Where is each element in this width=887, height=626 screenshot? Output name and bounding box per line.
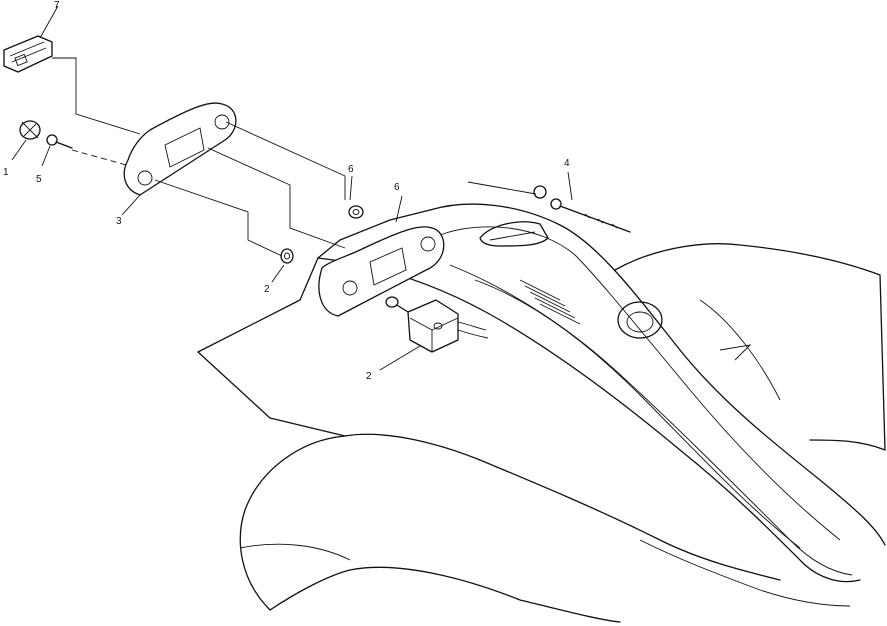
- callout-2-grommet: 2: [264, 284, 270, 295]
- part-6-taillight-lens: [318, 195, 445, 317]
- part-5-screw: [41, 134, 73, 167]
- callout-4: 4: [564, 158, 570, 169]
- rear-fender: [197, 203, 886, 623]
- part-1-nut: [11, 120, 41, 161]
- callout-1: 1: [3, 167, 9, 178]
- callout-6-grommet: 6: [348, 164, 354, 175]
- part-6-grommet: [348, 175, 364, 219]
- alignment-lines: [52, 57, 537, 257]
- callout-6-lens: 6: [394, 182, 400, 193]
- callout-5: 5: [36, 174, 42, 185]
- part-7-connector: [3, 5, 59, 73]
- callout-7: 7: [54, 0, 60, 11]
- callout-2-housing: 2: [366, 371, 372, 382]
- part-2-taillight-housing: [379, 296, 489, 371]
- callout-3: 3: [116, 216, 122, 227]
- part-2-grommet: [271, 248, 294, 283]
- part-3-lens-plate: [121, 102, 237, 216]
- part-4-bolt: [533, 171, 631, 233]
